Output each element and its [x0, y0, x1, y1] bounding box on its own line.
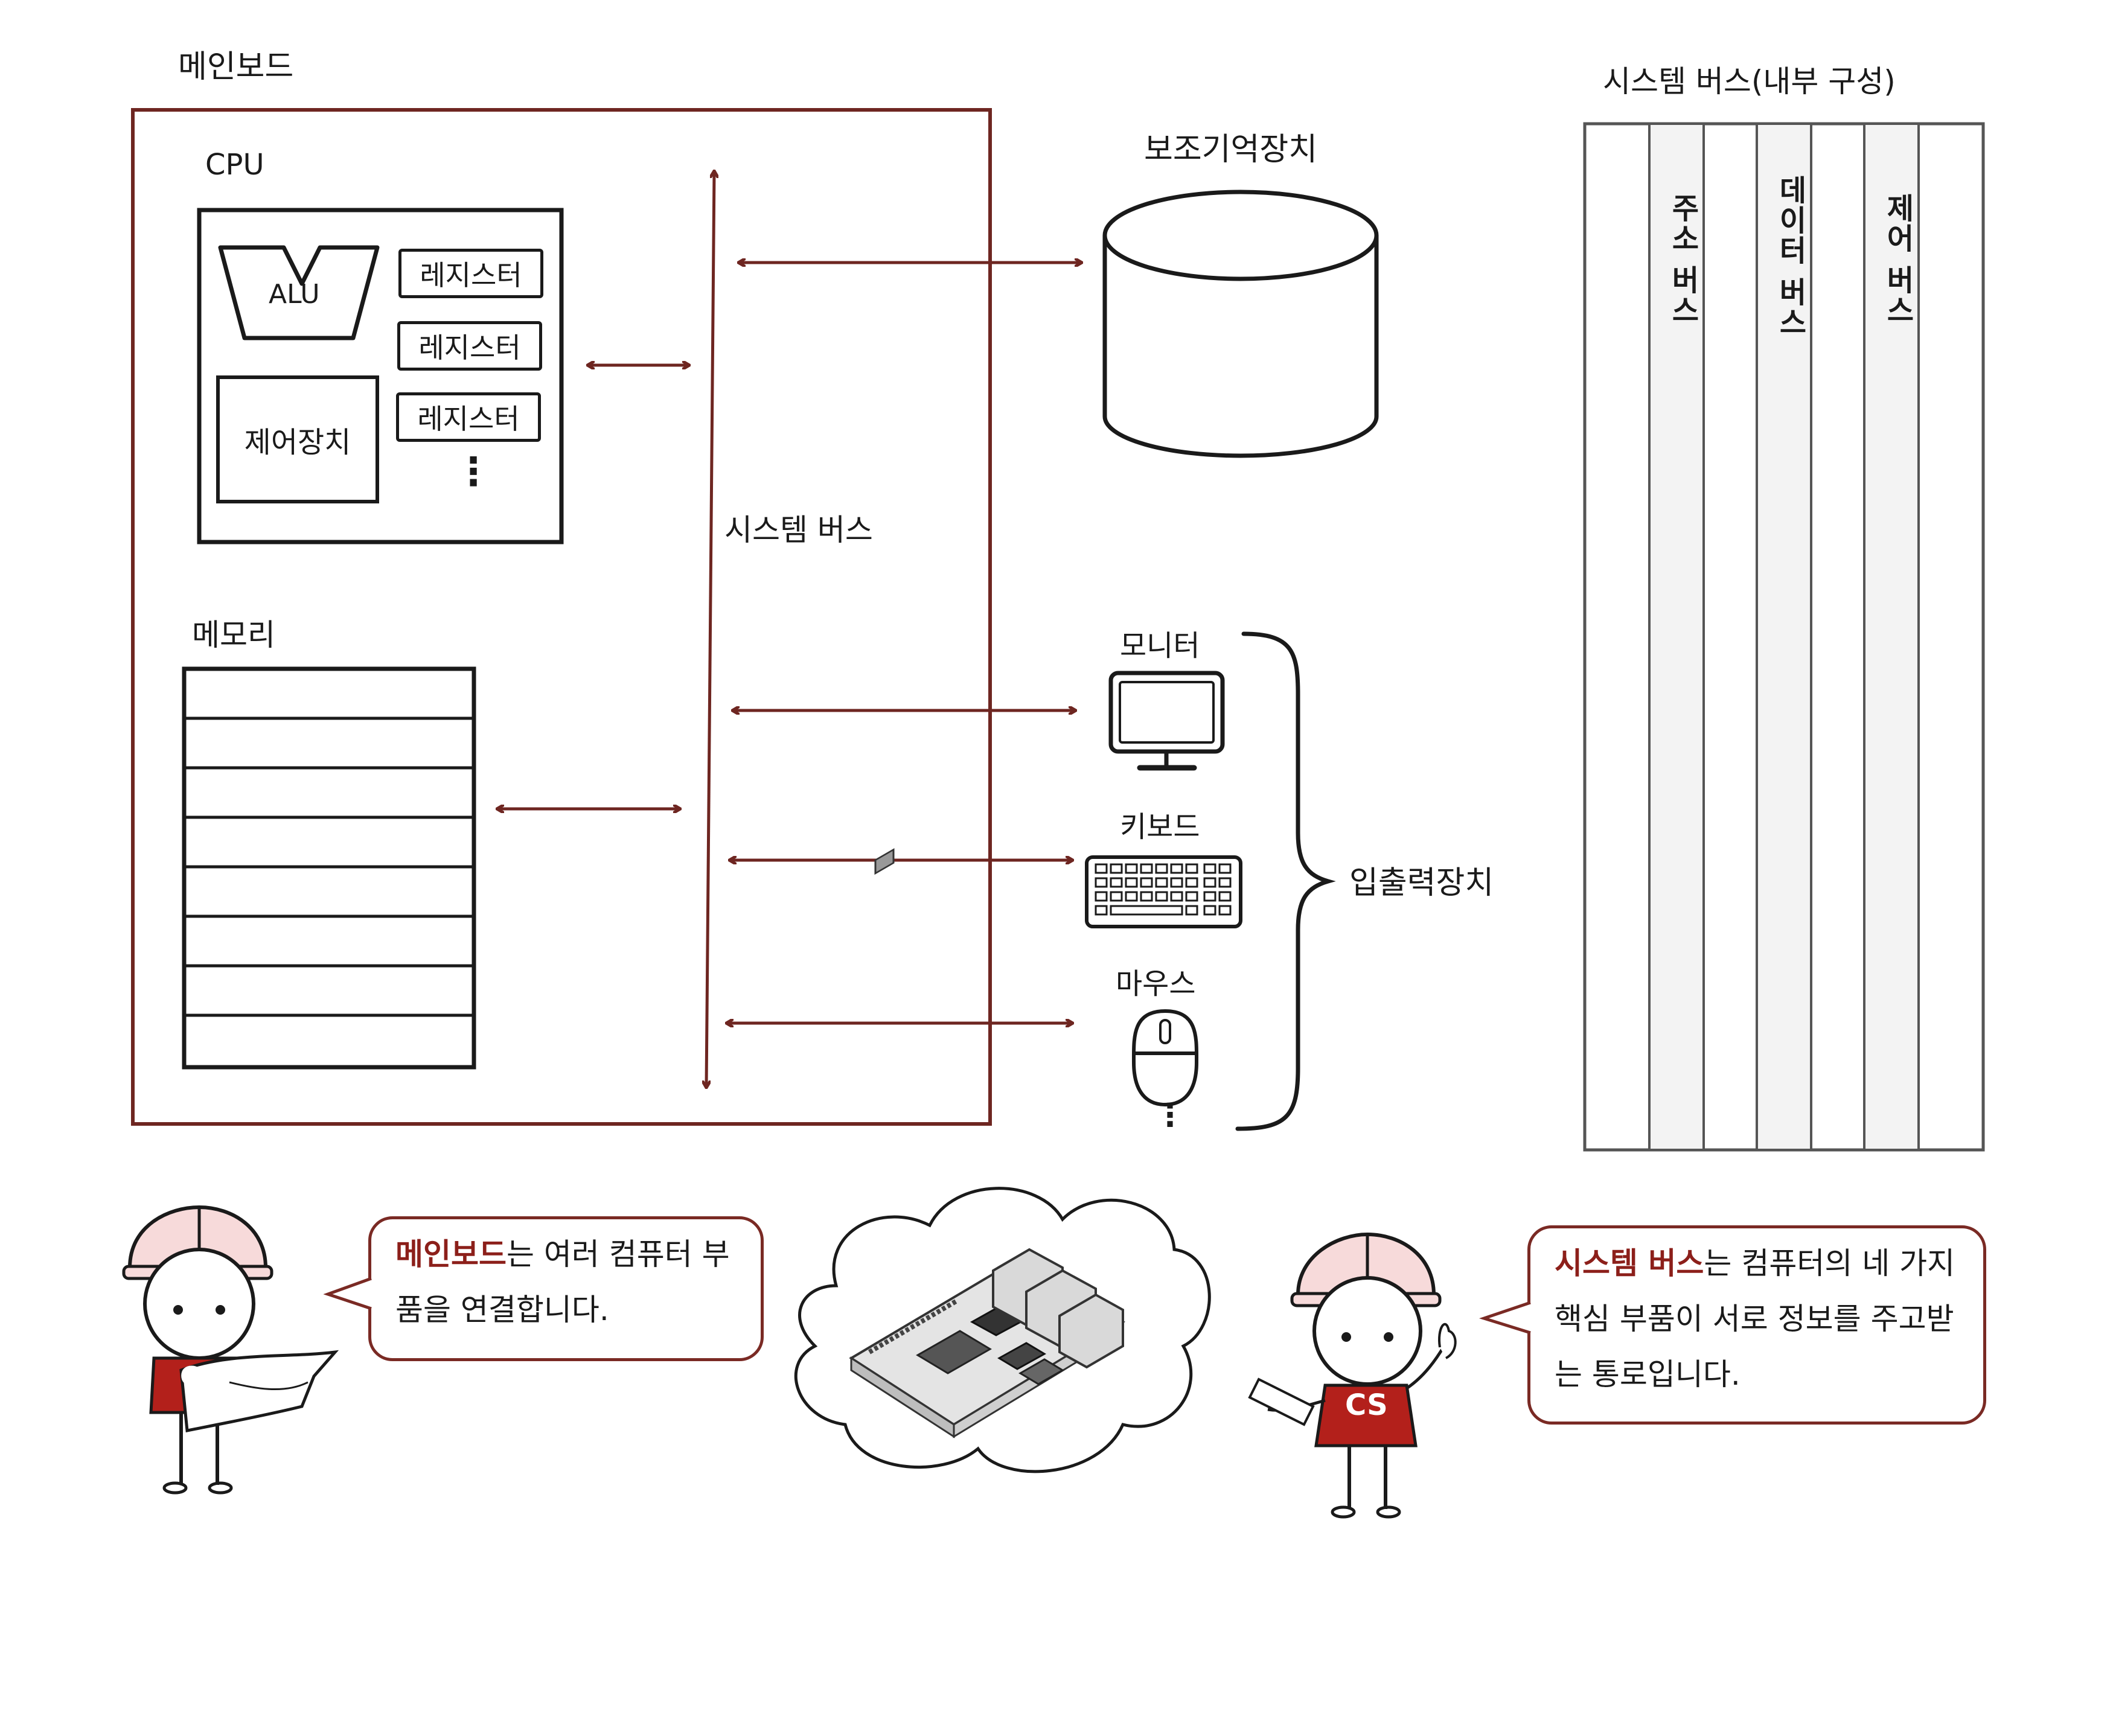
control-bus-label: 제어 버스 — [1881, 193, 1914, 325]
register-3: 레지스터 — [396, 392, 541, 442]
bubble-right-text: 는 컴퓨터의 네 가지 핵심 부품이 서로 정보를 주고받는 통로입니다. — [1555, 1246, 1955, 1392]
monitor-label: 모니터 — [1120, 629, 1200, 663]
cpu-title: CPU — [205, 148, 264, 182]
bubble-left-tail — [323, 1277, 372, 1310]
io-brace — [1235, 631, 1336, 1131]
mouse-icon — [1131, 1009, 1199, 1107]
bubble-left-text: 는 여러 컴퓨터 부품을 연결합니다. — [395, 1237, 730, 1327]
register-1: 레지스터 — [398, 249, 543, 298]
character-left — [122, 1205, 339, 1495]
keyboard-icon — [1085, 855, 1242, 928]
alu-label: ALU — [269, 279, 320, 310]
memory-cells — [184, 716, 474, 1017]
bubble-left-highlight: 메인보드 — [395, 1237, 507, 1272]
control-unit: 제어장치 — [216, 375, 379, 503]
monitor-icon — [1108, 671, 1225, 771]
bus-internal-title: 시스템 버스(내부 구성) — [1603, 64, 1896, 99]
alu-shape — [218, 245, 380, 340]
mainboard-frame — [131, 108, 992, 1126]
bubble-right-tail — [1479, 1301, 1531, 1335]
system-bus-arrow — [706, 172, 714, 1087]
keyboard-label: 키보드 — [1120, 810, 1200, 844]
system-bus-label: 시스템 버스 — [724, 512, 873, 547]
bus-lane-shading — [1651, 125, 1917, 1149]
io-ellipsis: ⋮ — [1154, 1097, 1186, 1134]
character-right — [1248, 1232, 1457, 1519]
shirt-text-left: CS — [180, 1361, 219, 1392]
shirt-text-right: CS — [1345, 1388, 1388, 1422]
speech-bubble-left: 메인보드는 여러 컴퓨터 부품을 연결합니다. — [368, 1216, 764, 1361]
register-ellipsis: ⋮ — [454, 450, 493, 494]
data-bus-label: 데이터 버스 — [1773, 175, 1807, 337]
storage-title: 보조기억장치 — [1144, 132, 1318, 168]
register-2: 레지스터 — [397, 321, 542, 371]
bubble-right-highlight: 시스템 버스 — [1555, 1246, 1704, 1281]
address-bus-label: 주소 버스 — [1666, 193, 1699, 325]
speech-bubble-right: 시스템 버스는 컴퓨터의 네 가지 핵심 부품이 서로 정보를 주고받는 통로입… — [1527, 1225, 1986, 1425]
bus-internal-frame — [1583, 122, 1985, 1152]
mainboard-title: 메인보드 — [178, 49, 294, 85]
io-group-label: 입출력장치 — [1349, 865, 1494, 901]
mouse-label: 마우스 — [1116, 967, 1196, 1001]
storage-cylinder-icon — [1102, 190, 1379, 458]
cpu-box — [197, 208, 564, 544]
mainboard-illustration — [849, 848, 1125, 1438]
bus-internal-lines — [1648, 124, 1920, 1150]
memory-title: 메모리 — [192, 617, 275, 653]
